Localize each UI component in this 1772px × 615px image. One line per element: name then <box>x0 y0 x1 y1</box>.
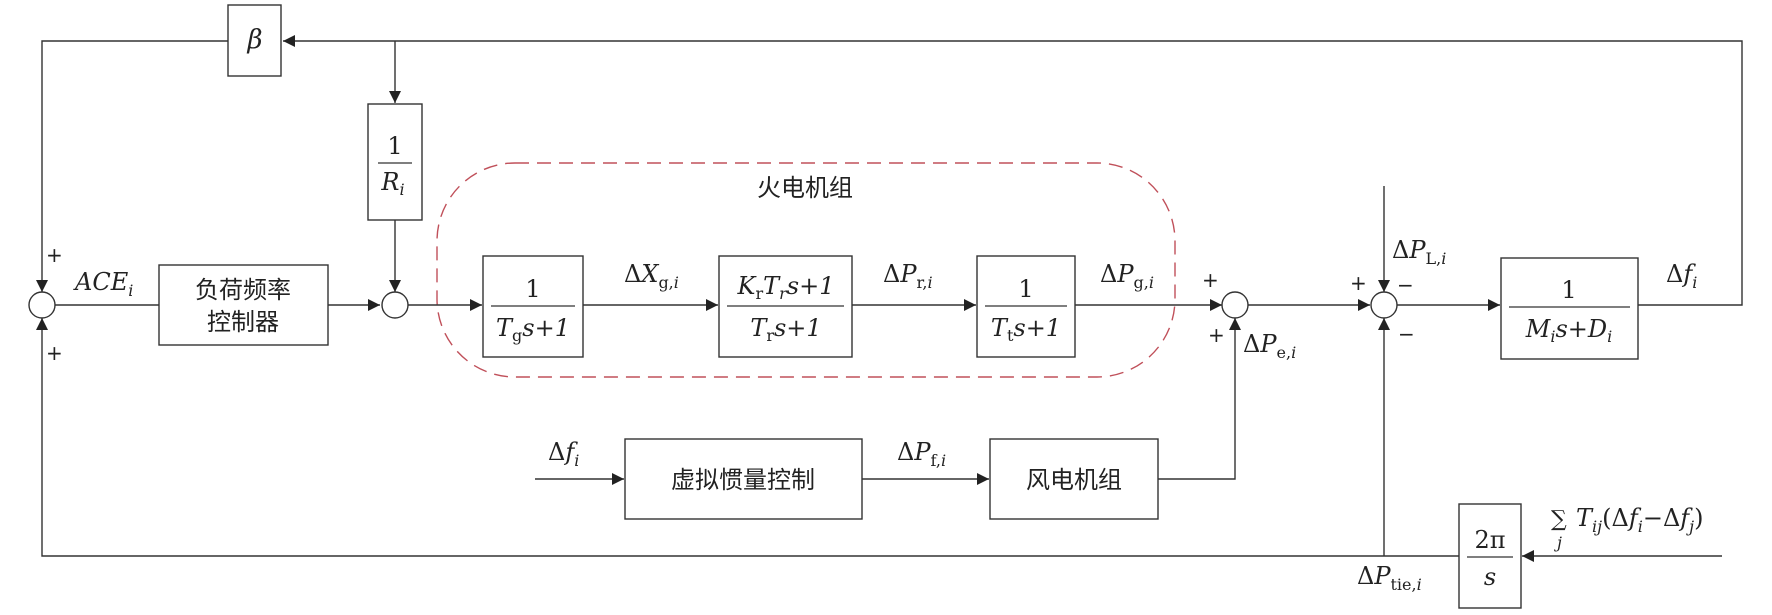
ace-top-sign: + <box>46 243 63 267</box>
beta-to-ace-wire <box>36 40 228 292</box>
power-summing-junction <box>1221 291 1249 319</box>
tie-sum-expression: Tij(Δfi−Δfj) <box>1576 504 1704 536</box>
virtual-inertia-output-label: ΔPf,i <box>897 438 946 470</box>
reheat-output-label: ΔPr,i <box>883 260 933 292</box>
reheat-numerator: KrTrs+1 <box>737 272 835 303</box>
virtual-inertia-block <box>624 438 863 520</box>
turbine-numerator: 1 <box>1018 275 1033 303</box>
tie-sum-sigma: ∑ <box>1551 507 1567 532</box>
swing-summing-junction <box>1370 291 1398 319</box>
thermal-unit-label: 火电机组 <box>757 174 853 202</box>
frequency-deviation-label: Δfi <box>1666 260 1697 292</box>
lfc-controller-block <box>158 264 329 346</box>
sum4-bottom-sign: − <box>1398 322 1415 346</box>
beta-symbol: β <box>246 25 262 55</box>
beta-block <box>227 4 282 77</box>
tie-line-denominator: s <box>1484 563 1496 591</box>
inertia-block <box>1500 257 1639 360</box>
governor-output-label: ΔXg,i <box>624 260 679 292</box>
lfc-line-1: 负荷频率 <box>195 276 291 304</box>
load-disturbance-label: ΔPL,i <box>1392 236 1446 268</box>
wind-unit-block <box>989 438 1159 520</box>
turbine-denominator: Tts+1 <box>991 314 1061 345</box>
governor-numerator: 1 <box>525 275 540 303</box>
wind-to-sum3-wire <box>1158 318 1241 480</box>
virtual-inertia-label: 虚拟惯量控制 <box>671 466 815 494</box>
tie-sum-index: j <box>1554 533 1562 552</box>
lfc-line-2: 控制器 <box>207 308 279 336</box>
droop-numerator: 1 <box>387 132 402 160</box>
ace-bottom-sign: + <box>46 341 63 365</box>
reheat-denominator: Trs+1 <box>750 314 821 345</box>
inertia-denominator: Mis+Di <box>1525 315 1613 346</box>
inertia-numerator: 1 <box>1561 276 1576 304</box>
electrical-power-label: ΔPe,i <box>1243 330 1296 362</box>
sum3-top-sign: + <box>1202 268 1219 292</box>
ace-summing-junction <box>28 291 56 319</box>
droop-block <box>367 103 423 221</box>
sum3-bottom-sign: + <box>1208 323 1225 347</box>
tie-feedback-wire <box>36 318 1459 557</box>
ace-label: ACEi <box>73 268 133 300</box>
droop-denominator: Ri <box>380 168 404 199</box>
turbine-output-label: ΔPg,i <box>1100 260 1154 292</box>
sum4-left-sign: + <box>1350 271 1367 295</box>
frequency-input-label: Δfi <box>548 438 579 470</box>
sum4-top-sign: − <box>1397 273 1414 297</box>
tie-line-block <box>1458 503 1522 609</box>
feedback-wire-top <box>283 35 1743 306</box>
governor-denominator: Tgs+1 <box>496 314 570 345</box>
wind-unit-label: 风电机组 <box>1026 466 1122 494</box>
tie-power-label: ΔPtie,i <box>1357 562 1422 594</box>
thermal-unit-group <box>436 162 1176 378</box>
setpoint-summing-junction <box>381 291 409 319</box>
tie-line-numerator: 2π <box>1474 526 1505 554</box>
